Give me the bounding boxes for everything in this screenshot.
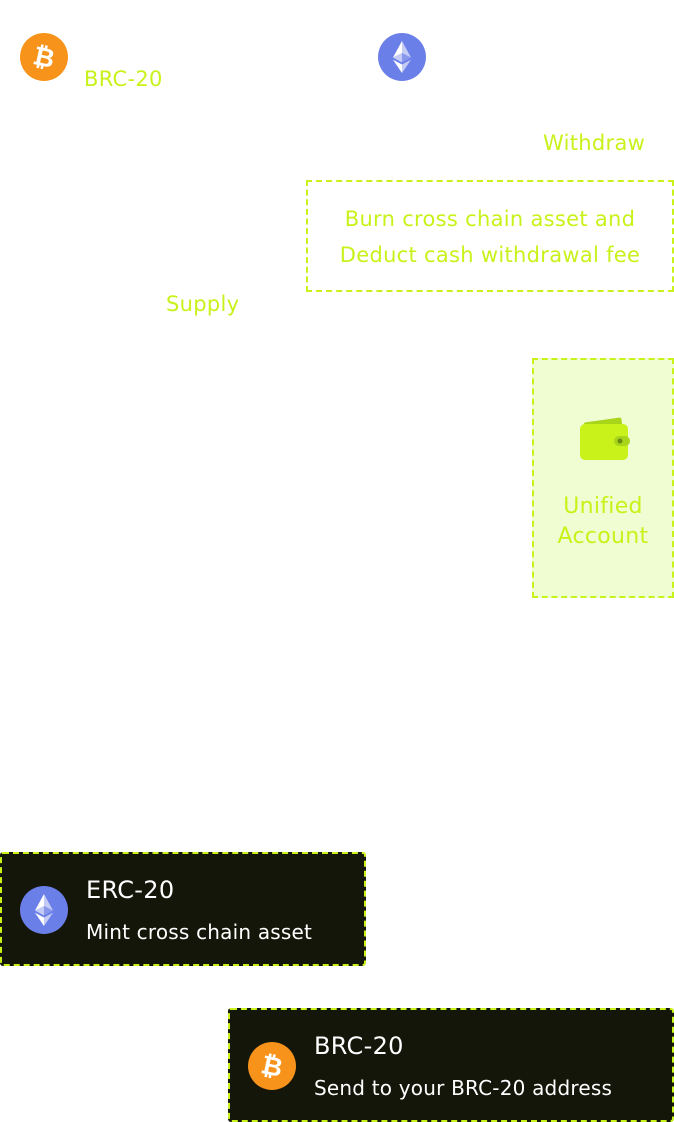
unified-account-line1: Unified [563,494,643,519]
brc20-card-subtitle: Send to your BRC-20 address [314,1076,613,1100]
unified-account-line2: Account [557,524,649,549]
unified-account-box: Unified Account [532,358,674,598]
brc20-card: ₿ BRC-20 Send to your BRC-20 address [228,1008,674,1122]
ethereum-icon [378,33,426,81]
wallet-icon [578,416,630,464]
brc20-label: BRC-20 [84,67,163,91]
bitcoin-icon: ₿ [248,1042,296,1090]
supply-label: Supply [166,292,240,316]
erc20-card: ERC-20 Mint cross chain asset [0,852,366,966]
ethereum-icon [20,886,68,934]
brc20-card-title: BRC-20 [314,1032,404,1060]
burn-step-line2: Deduct cash withdrawal fee [339,243,641,267]
burn-step-box: Burn cross chain asset and Deduct cash w… [306,180,674,292]
withdraw-label: Withdraw [543,131,646,155]
erc20-card-title: ERC-20 [86,876,175,904]
burn-step-line1: Burn cross chain asset and [344,207,636,231]
erc20-card-subtitle: Mint cross chain asset [86,920,313,944]
bitcoin-icon: ₿ [20,33,68,81]
